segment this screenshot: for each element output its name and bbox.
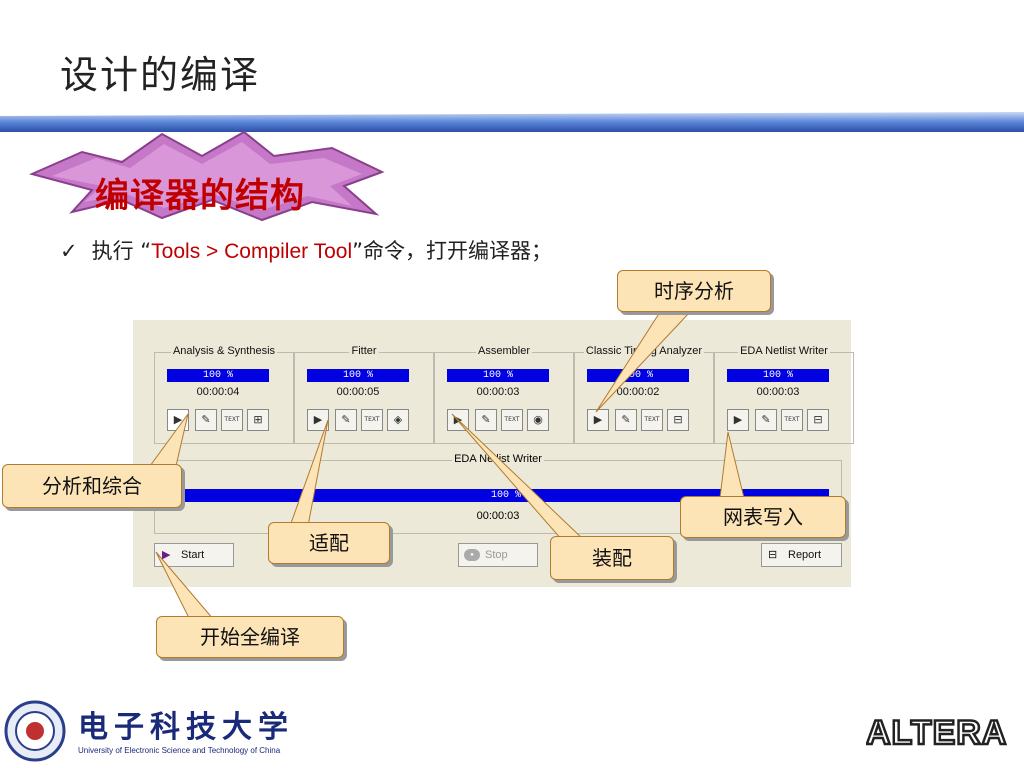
university-name-cn: 电子科技大学 (78, 710, 294, 745)
start-analysis-icon[interactable]: ▶ (167, 409, 189, 431)
start-timing-icon[interactable]: ▶ (587, 409, 609, 431)
stage-fitter: Fitter 100 % 00:00:05 ▶ ✎ TEXT ◈ (294, 345, 434, 444)
elapsed-time: 00:00:05 (336, 386, 380, 398)
report-button-label: Report (788, 549, 822, 561)
stage-label: Analysis & Synthesis (170, 345, 278, 357)
compiler-tool-window: Analysis & Synthesis 100 % 00:00:04 ▶ ✎ … (133, 320, 854, 587)
progress-bar: 100 % (727, 369, 829, 382)
rtl-viewer-icon[interactable]: ⊞ (247, 409, 269, 431)
banner-star-shape (28, 130, 385, 222)
settings-pencil-icon[interactable]: ✎ (475, 409, 497, 431)
stage-timing-analyzer: Classic Timing Analyzer 100 % 00:00:02 ▶… (574, 345, 714, 444)
progress-bar: 100 % (307, 369, 409, 382)
report-text-icon[interactable]: TEXT (221, 409, 243, 431)
bullet-suffix: ”命令，打开编译器； (352, 239, 553, 263)
report-window-icon[interactable]: ⊟ (807, 409, 829, 431)
stage-label: Classic Timing Analyzer (583, 345, 705, 357)
stop-button-label: Stop (485, 549, 508, 561)
netlist-settings-icon[interactable]: ✎ (755, 409, 777, 431)
elapsed-time: 00:00:03 (756, 386, 800, 398)
title-divider-bar (0, 112, 1024, 132)
callout-timing: 时序分析 (617, 270, 771, 312)
callout-synthesis: 分析和综合 (2, 464, 182, 508)
stage-label: Fitter (349, 345, 379, 357)
progress-bar: 100 % (587, 369, 689, 382)
report-icon: ⊟ (768, 549, 778, 561)
settings-pencil-icon[interactable]: ✎ (615, 409, 637, 431)
stop-button[interactable]: ● Stop (458, 543, 538, 567)
report-text-icon[interactable]: TEXT (781, 409, 803, 431)
chip-planner-icon[interactable]: ◈ (387, 409, 409, 431)
report-text-icon[interactable]: TEXT (501, 409, 523, 431)
bullet-command: Tools > Compiler Tool (151, 240, 353, 263)
start-fitter-icon[interactable]: ▶ (307, 409, 329, 431)
altera-wordmark: ALTERA (866, 714, 1007, 750)
stage-label: EDA Netlist Writer (738, 345, 830, 357)
stage-eda-netlist-writer: EDA Netlist Writer 100 % 00:00:03 ▶ ✎ TE… (714, 345, 854, 444)
stage-assembler: Assembler 100 % 00:00:03 ▶ ✎ TEXT ◉ (434, 345, 574, 444)
checkmark-icon: ✓ (60, 239, 78, 263)
stage-label: Assembler (476, 345, 532, 357)
slide-title: 设计的编译 (60, 53, 261, 97)
report-text-icon[interactable]: TEXT (361, 409, 383, 431)
callout-fitter: 适配 (268, 522, 390, 564)
bullet-prefix: 执行 “ (91, 239, 152, 263)
university-name-en: University of Electronic Science and Tec… (78, 746, 281, 755)
settings-pencil-icon[interactable]: ✎ (335, 409, 357, 431)
programmer-icon[interactable]: ◉ (527, 409, 549, 431)
university-seal-logo (4, 700, 66, 762)
report-window-icon[interactable]: ⊟ (667, 409, 689, 431)
progress-bar: 100 % (167, 369, 269, 382)
start-netlist-icon[interactable]: ▶ (727, 409, 749, 431)
bullet-instruction: ✓ 执行 “Tools > Compiler Tool”命令，打开编译器； (60, 235, 552, 265)
banner-heading: 编译器的结构 (95, 176, 305, 216)
elapsed-time: 00:00:02 (616, 386, 660, 398)
start-assembler-icon[interactable]: ▶ (447, 409, 469, 431)
elapsed-time: 00:00:04 (196, 386, 240, 398)
start-button[interactable]: ▶ Start (154, 543, 234, 567)
progress-bar: 100 % (447, 369, 549, 382)
start-button-label: Start (181, 549, 205, 561)
stop-icon: ● (464, 549, 480, 561)
callout-full-compile: 开始全编译 (156, 616, 344, 658)
report-text-icon[interactable]: TEXT (641, 409, 663, 431)
overall-stage-label: EDA Netlist Writer (452, 453, 544, 465)
altera-logo: ALTERA (866, 713, 1008, 750)
callout-assembler: 装配 (550, 536, 674, 580)
report-button[interactable]: ⊟ Report (761, 543, 842, 567)
callout-netlist: 网表写入 (680, 496, 846, 538)
elapsed-time: 00:00:03 (476, 386, 520, 398)
stage-analysis-synthesis: Analysis & Synthesis 100 % 00:00:04 ▶ ✎ … (154, 345, 294, 444)
play-icon: ▶ (162, 549, 171, 561)
settings-pencil-icon[interactable]: ✎ (195, 409, 217, 431)
